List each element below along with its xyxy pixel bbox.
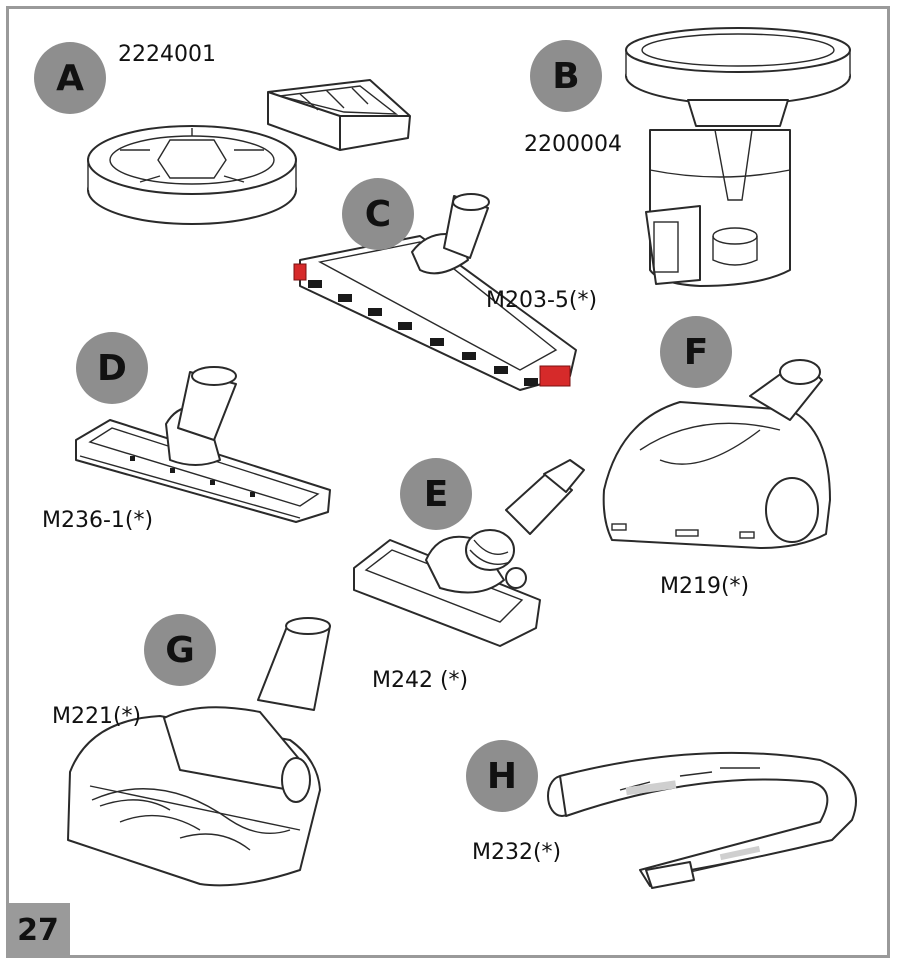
badge-d-letter: D (97, 347, 127, 389)
code-c: M203-5(*) (486, 288, 598, 313)
badge-g-letter: G (165, 629, 195, 671)
badge-c-letter: C (364, 193, 392, 235)
badge-d: D (76, 332, 148, 404)
crevice-hose-drawing (547, 751, 857, 889)
code-a: 2224001 (118, 42, 216, 67)
code-h: M232(*) (472, 840, 562, 865)
badge-h-letter: H (486, 755, 518, 797)
badge-h: H (466, 740, 538, 812)
badge-f: F (660, 316, 732, 388)
turbo-brush-drawing (67, 617, 331, 887)
filter-block-drawing (267, 79, 411, 151)
code-f: M219(*) (660, 574, 750, 599)
filter-ring-drawing (87, 125, 297, 225)
floor-nozzle-drawing (293, 193, 577, 391)
badge-c: C (342, 178, 414, 250)
page-frame (6, 6, 890, 958)
badge-e-letter: E (423, 473, 449, 515)
code-b: 2200004 (524, 132, 622, 157)
code-g: M221(*) (52, 704, 142, 729)
swivel-nozzle-drawing (353, 459, 585, 647)
badge-g: G (144, 614, 216, 686)
badge-a: A (34, 42, 106, 114)
badge-a-letter: A (56, 57, 84, 99)
badge-e: E (400, 458, 472, 530)
page-number: 27 (6, 903, 70, 958)
turbo-nozzle-drawing (602, 359, 831, 549)
parquet-nozzle-drawing (75, 366, 331, 523)
code-e: M242 (*) (372, 668, 469, 693)
badge-b: B (530, 40, 602, 112)
badge-f-letter: F (683, 331, 709, 373)
dust-container-drawing (625, 27, 851, 287)
badge-b-letter: B (552, 55, 580, 97)
code-d: M236-1(*) (42, 508, 154, 533)
